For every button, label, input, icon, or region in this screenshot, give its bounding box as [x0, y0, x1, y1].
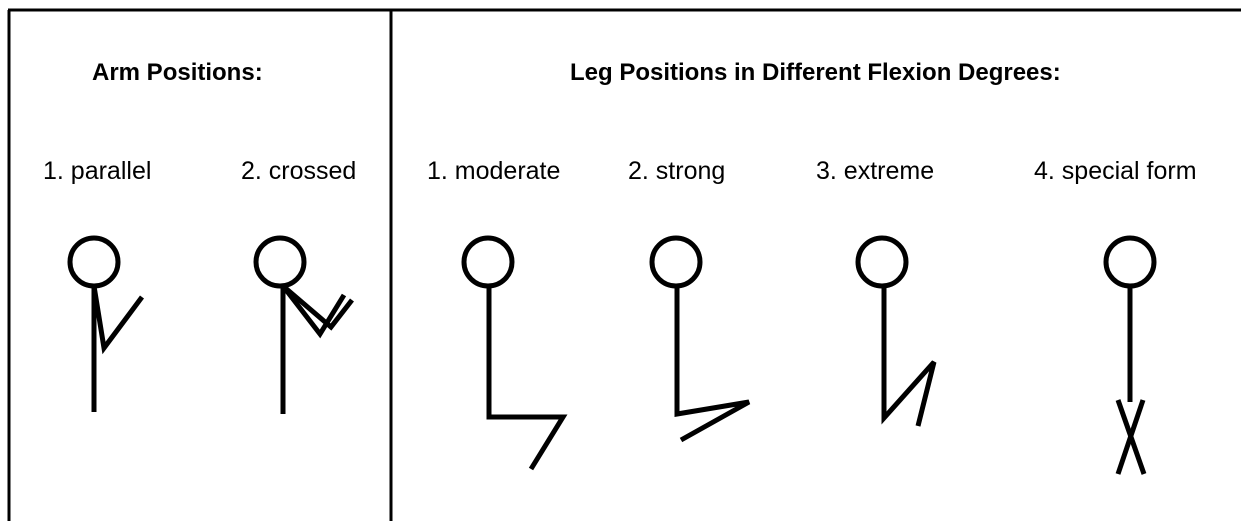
figure-arm: [91, 285, 145, 355]
figure-leg-special-form: [1103, 235, 1157, 475]
figure-leg-extreme: [855, 235, 937, 427]
leg-label-extreme: 3. extreme: [816, 157, 935, 185]
figure-leg-2: [1115, 399, 1146, 475]
panel-border: [7, 8, 1241, 521]
figure-body-leg: [881, 286, 937, 427]
figure-head: [649, 235, 703, 289]
arm-label-crossed: 2. crossed: [241, 157, 357, 185]
figure-arm-1: [281, 284, 347, 339]
figure-leg-strong: [649, 235, 751, 443]
arm-label-parallel: 1. parallel: [43, 157, 152, 185]
figure-head: [855, 235, 909, 289]
leg-label-strong: 2. strong: [628, 157, 726, 185]
leg-label-moderate: 1. moderate: [427, 157, 561, 185]
leg-positions-heading: Leg Positions in Different Flexion Degre…: [570, 59, 1061, 86]
leg-label-special-form: 4. special form: [1034, 157, 1197, 185]
figure-arm-crossed: [253, 235, 354, 414]
figure-body-leg: [486, 286, 568, 471]
figure-head: [1103, 235, 1157, 289]
figure-arm-2: [281, 284, 354, 331]
arm-positions-heading: Arm Positions:: [92, 59, 263, 86]
figure-head: [461, 235, 515, 289]
figure-head: [67, 235, 121, 289]
figure-head: [253, 235, 307, 289]
figure-arm-parallel: [67, 235, 145, 412]
figure-leg-moderate: [461, 235, 568, 471]
figure-body-leg: [674, 286, 751, 443]
